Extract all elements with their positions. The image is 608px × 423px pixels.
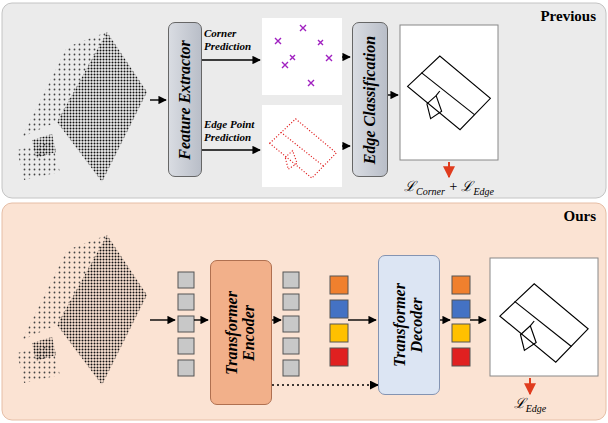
feature-extractor-box: Feature Extractor — [168, 22, 202, 177]
box-label: Feature Extractor — [177, 29, 194, 170]
dotted-connector — [272, 384, 378, 386]
edge-points — [270, 119, 337, 178]
ours-panel — [2, 203, 606, 420]
arrow-label: Edge Point Prediction — [204, 118, 260, 143]
point-tokens — [178, 272, 194, 376]
edge-point-map — [262, 105, 342, 187]
transformer-encoder-box: Transformer Encoder — [210, 260, 272, 405]
point-cloud — [17, 235, 147, 385]
previous-panel: PreviousFeature Extractor Edge Classifica… — [2, 3, 606, 198]
loss-label: ℒCorner + ℒEdge — [389, 179, 509, 197]
box-label: Edge Classification — [362, 29, 379, 170]
output-wireframe — [400, 25, 498, 160]
point-cloud — [17, 32, 147, 182]
previous-panel — [2, 3, 606, 198]
loss-label: ℒEdge — [470, 396, 590, 414]
ours-panel: OursTransformer Encoder Transformer Decod… — [2, 203, 606, 420]
corner-map — [262, 18, 342, 95]
corner-marks — [275, 25, 332, 86]
transformer-decoder-box: Transformer Decoder — [378, 255, 440, 395]
edge-classification-box: Edge Classification — [352, 22, 388, 177]
edge-queries — [330, 276, 348, 366]
panel-title: Ours — [563, 208, 596, 225]
arrow-label: Corner Prediction — [204, 27, 260, 52]
box-label: Transformer Decoder — [392, 262, 426, 388]
edge-outputs — [452, 276, 470, 366]
box-label: Transformer Encoder — [224, 267, 258, 398]
encoded-tokens — [283, 272, 299, 376]
panel-title: Previous — [540, 8, 596, 25]
output-wireframe — [490, 258, 598, 376]
